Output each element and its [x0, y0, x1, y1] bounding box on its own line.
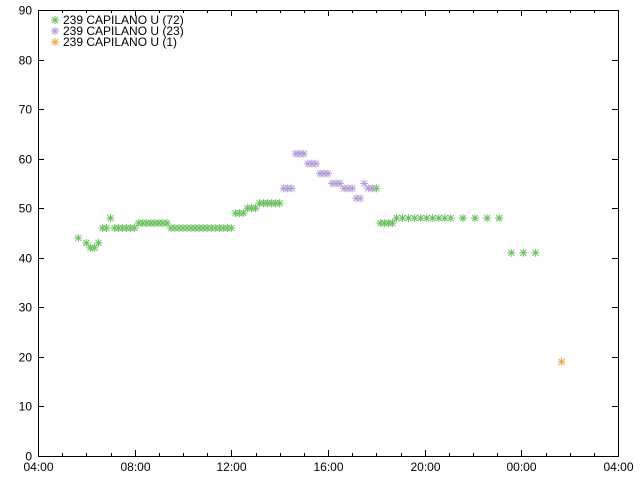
series-1 — [74, 184, 540, 257]
y-tick-label: 80 — [19, 54, 33, 68]
data-point — [434, 214, 443, 223]
data-point — [82, 238, 91, 247]
series-3 — [557, 357, 566, 366]
data-point — [471, 214, 480, 223]
data-point — [311, 159, 320, 168]
y-tick-label: 40 — [19, 252, 33, 266]
data-point — [356, 194, 365, 203]
data-point — [398, 214, 407, 223]
y-tick-label: 30 — [19, 301, 33, 315]
data-points — [74, 149, 566, 366]
data-point — [360, 179, 369, 188]
data-point — [483, 214, 492, 223]
data-point — [388, 219, 397, 228]
legend-marker — [51, 38, 59, 46]
data-point — [94, 238, 103, 247]
data-point — [440, 214, 449, 223]
x-tick-label: 16:00 — [313, 460, 343, 474]
data-point — [251, 204, 260, 213]
data-point — [239, 209, 248, 218]
legend-label: 239 CAPILANO U (23) — [63, 24, 184, 38]
data-point — [495, 214, 504, 223]
data-point — [106, 214, 115, 223]
legend-label: 239 CAPILANO U (1) — [63, 35, 177, 49]
x-tick-label: 20:00 — [410, 460, 440, 474]
data-point — [162, 219, 171, 228]
data-point — [422, 214, 431, 223]
y-tick-label: 10 — [19, 400, 33, 414]
legend-label: 239 CAPILANO U (72) — [63, 13, 184, 27]
data-point — [458, 214, 467, 223]
y-axis: 0 10 20 30 40 50 60 70 80 90 — [19, 4, 618, 464]
data-point — [90, 243, 99, 252]
x-tick-label: 08:00 — [120, 460, 150, 474]
legend-marker — [51, 27, 59, 35]
data-point — [299, 149, 308, 158]
data-point — [130, 224, 139, 233]
data-point — [368, 184, 377, 193]
data-point — [336, 179, 345, 188]
y-tick-label: 0 — [25, 450, 32, 464]
y-tick-label: 20 — [19, 351, 33, 365]
series-2 — [279, 149, 377, 203]
y-tick-label: 70 — [19, 103, 33, 117]
x-tick-label: 12:00 — [216, 460, 246, 474]
data-point — [507, 248, 516, 257]
data-point — [102, 224, 111, 233]
data-point — [324, 169, 332, 178]
plot-frame — [38, 10, 619, 457]
data-point — [519, 248, 528, 257]
data-point — [446, 214, 455, 223]
x-tick-label: 04:00 — [23, 460, 53, 474]
data-point — [531, 248, 540, 257]
legend-marker — [51, 16, 59, 24]
x-axis: 04:00 08:00 12:00 16:00 20:00 00:00 04:00 — [23, 10, 634, 474]
y-tick-label: 60 — [19, 153, 33, 167]
data-point — [275, 199, 284, 208]
legend: 239 CAPILANO U (72)239 CAPILANO U (23)23… — [51, 13, 184, 49]
y-tick-label: 50 — [19, 202, 33, 216]
x-tick-label: 00:00 — [506, 460, 536, 474]
x-tick-label: 04:00 — [603, 460, 633, 474]
data-point — [74, 233, 83, 242]
y-tick-label: 90 — [19, 4, 33, 18]
data-point — [348, 184, 357, 193]
data-point — [227, 224, 236, 233]
data-point — [287, 184, 296, 193]
data-point — [557, 357, 566, 366]
